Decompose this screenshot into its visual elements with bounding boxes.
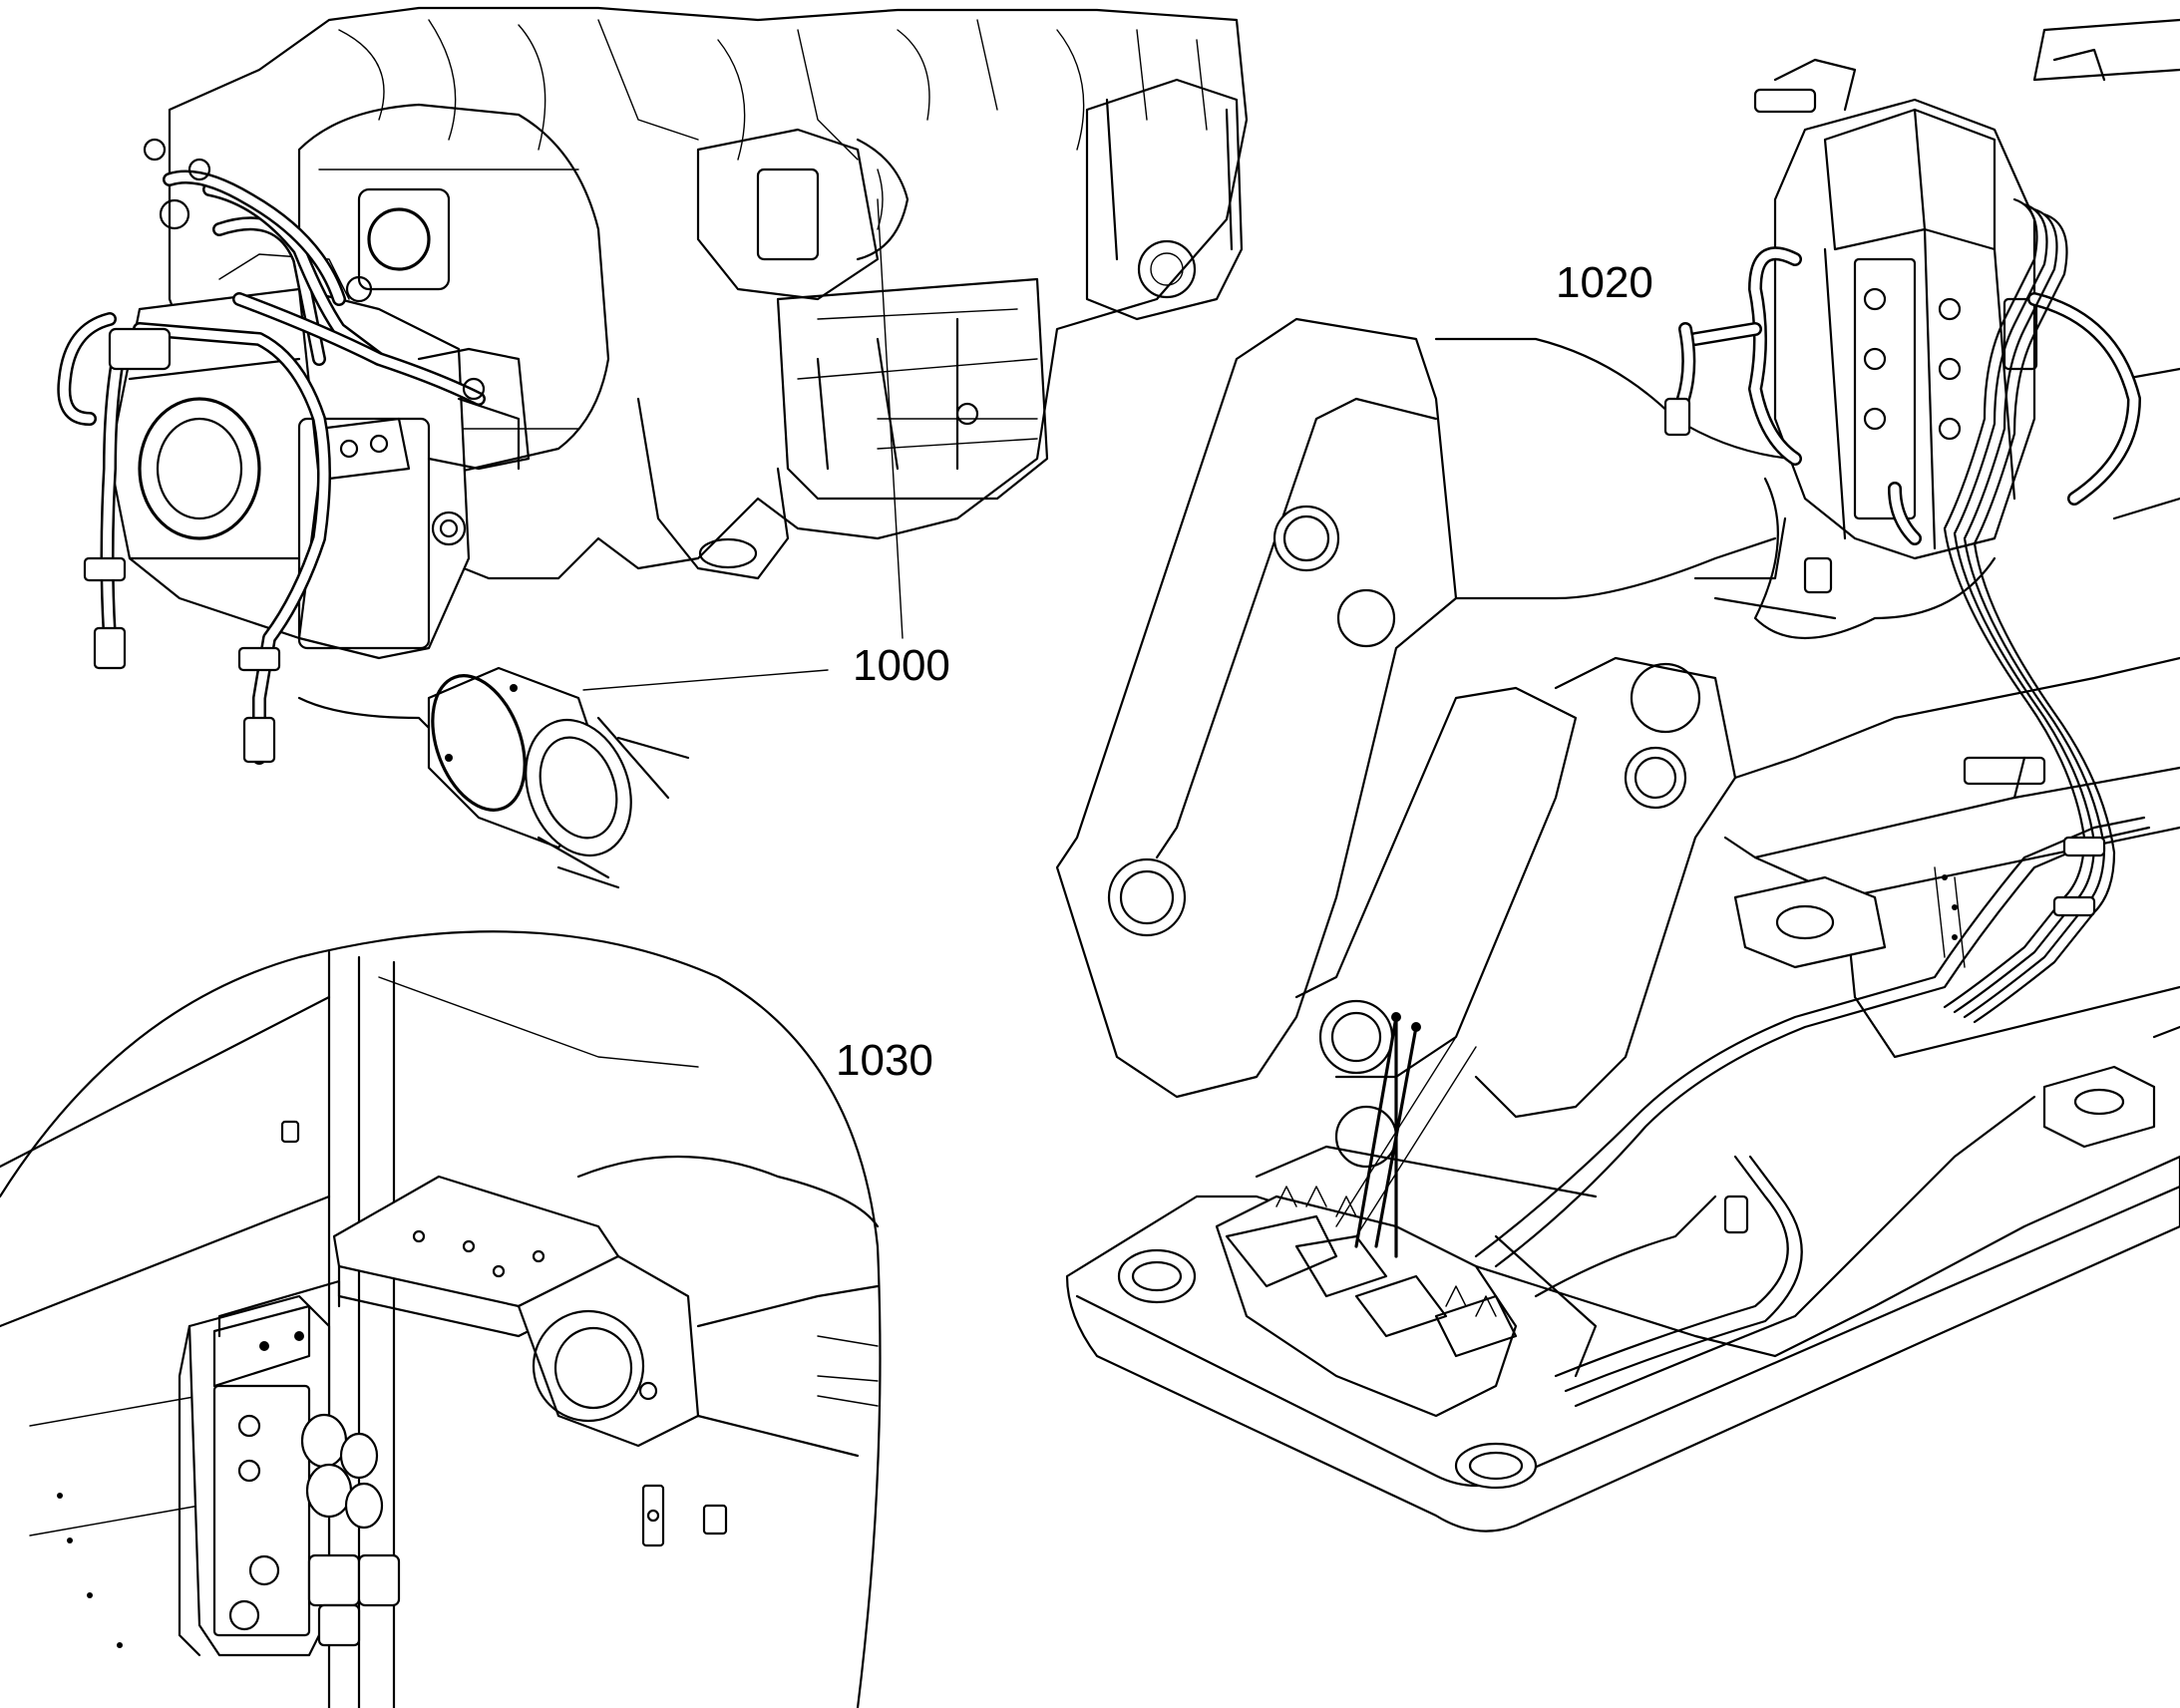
detail-circle-1030 — [0, 930, 882, 1708]
callout-1020: 1020 — [1556, 258, 1653, 307]
chassis-assembly — [1055, 18, 2180, 1533]
callout-1030: 1030 — [836, 1036, 933, 1085]
engine-assembly — [57, 6, 1249, 889]
callout-1000: 1000 — [853, 641, 950, 690]
